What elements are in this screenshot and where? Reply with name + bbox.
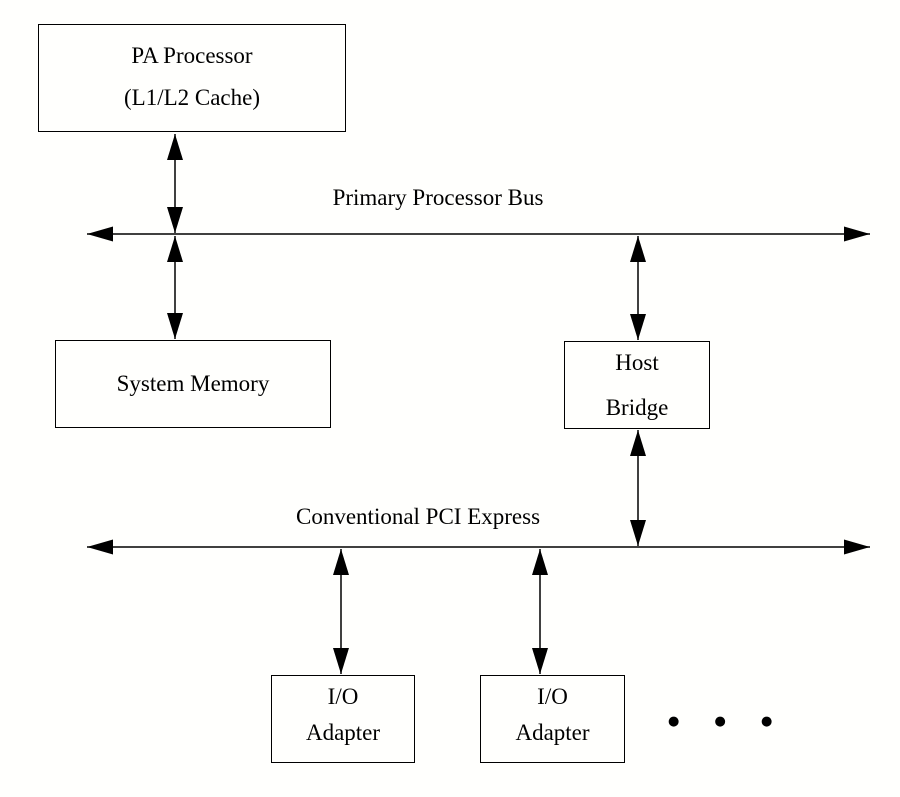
primary-bus-label: Primary Processor Bus — [332, 185, 544, 210]
node-label-line2: Bridge — [605, 395, 669, 420]
arrowhead-up-icon — [532, 549, 548, 575]
arrowhead-up-icon — [333, 549, 349, 575]
arrowhead-right-icon — [844, 226, 870, 242]
arrowhead-down-icon — [630, 314, 646, 340]
node-label-line1: I/O — [327, 683, 359, 709]
pci-bus-label: Conventional PCI Express — [296, 504, 541, 529]
arrowhead-up-icon — [167, 134, 183, 160]
arrowhead-up-icon — [630, 236, 646, 262]
arrowhead-up-icon — [167, 236, 183, 262]
arrowhead-down-icon — [167, 207, 183, 233]
node-label-line1: Host — [615, 350, 659, 375]
primary-bus-arrow — [87, 226, 870, 242]
node-system-memory: System Memory — [55, 340, 331, 428]
arrowhead-down-icon — [333, 648, 349, 674]
node-label-line2: Adapter — [305, 719, 381, 745]
node-host-bridge: Host Bridge — [564, 341, 710, 429]
arrow-pci-bus-to-io-adapter-1 — [333, 549, 349, 674]
arrow-pa-processor-to-primary-bus — [167, 134, 183, 233]
arrow-primary-bus-to-system-memory — [167, 236, 183, 339]
node-pa-processor: PA Processor (L1/L2 Cache) — [38, 24, 346, 132]
arrowhead-down-icon — [167, 313, 183, 339]
arrowhead-left-icon — [87, 539, 113, 555]
ellipsis-dots: ● ● ● — [668, 714, 773, 729]
node-io-adapter-1: I/O Adapter — [271, 675, 415, 763]
arrowhead-left-icon — [87, 226, 113, 242]
pci-bus-arrow — [87, 539, 870, 555]
node-label-line1: PA Processor — [131, 42, 253, 68]
arrow-pci-bus-to-io-adapter-2 — [532, 549, 548, 674]
arrowhead-down-icon — [532, 648, 548, 674]
arrow-primary-bus-to-host-bridge — [630, 236, 646, 340]
node-label-line1: I/O — [537, 683, 568, 709]
node-io-adapter-2: I/O Adapter — [480, 675, 625, 763]
arrowhead-right-icon — [844, 539, 870, 555]
node-label-line1: System Memory — [116, 370, 270, 396]
arrowhead-up-icon — [630, 430, 646, 456]
node-label-line2: Adapter — [515, 719, 590, 745]
arrow-host-bridge-to-pci-bus — [630, 430, 646, 546]
arrowhead-down-icon — [630, 520, 646, 546]
node-label-line2: (L1/L2 Cache) — [123, 84, 261, 110]
